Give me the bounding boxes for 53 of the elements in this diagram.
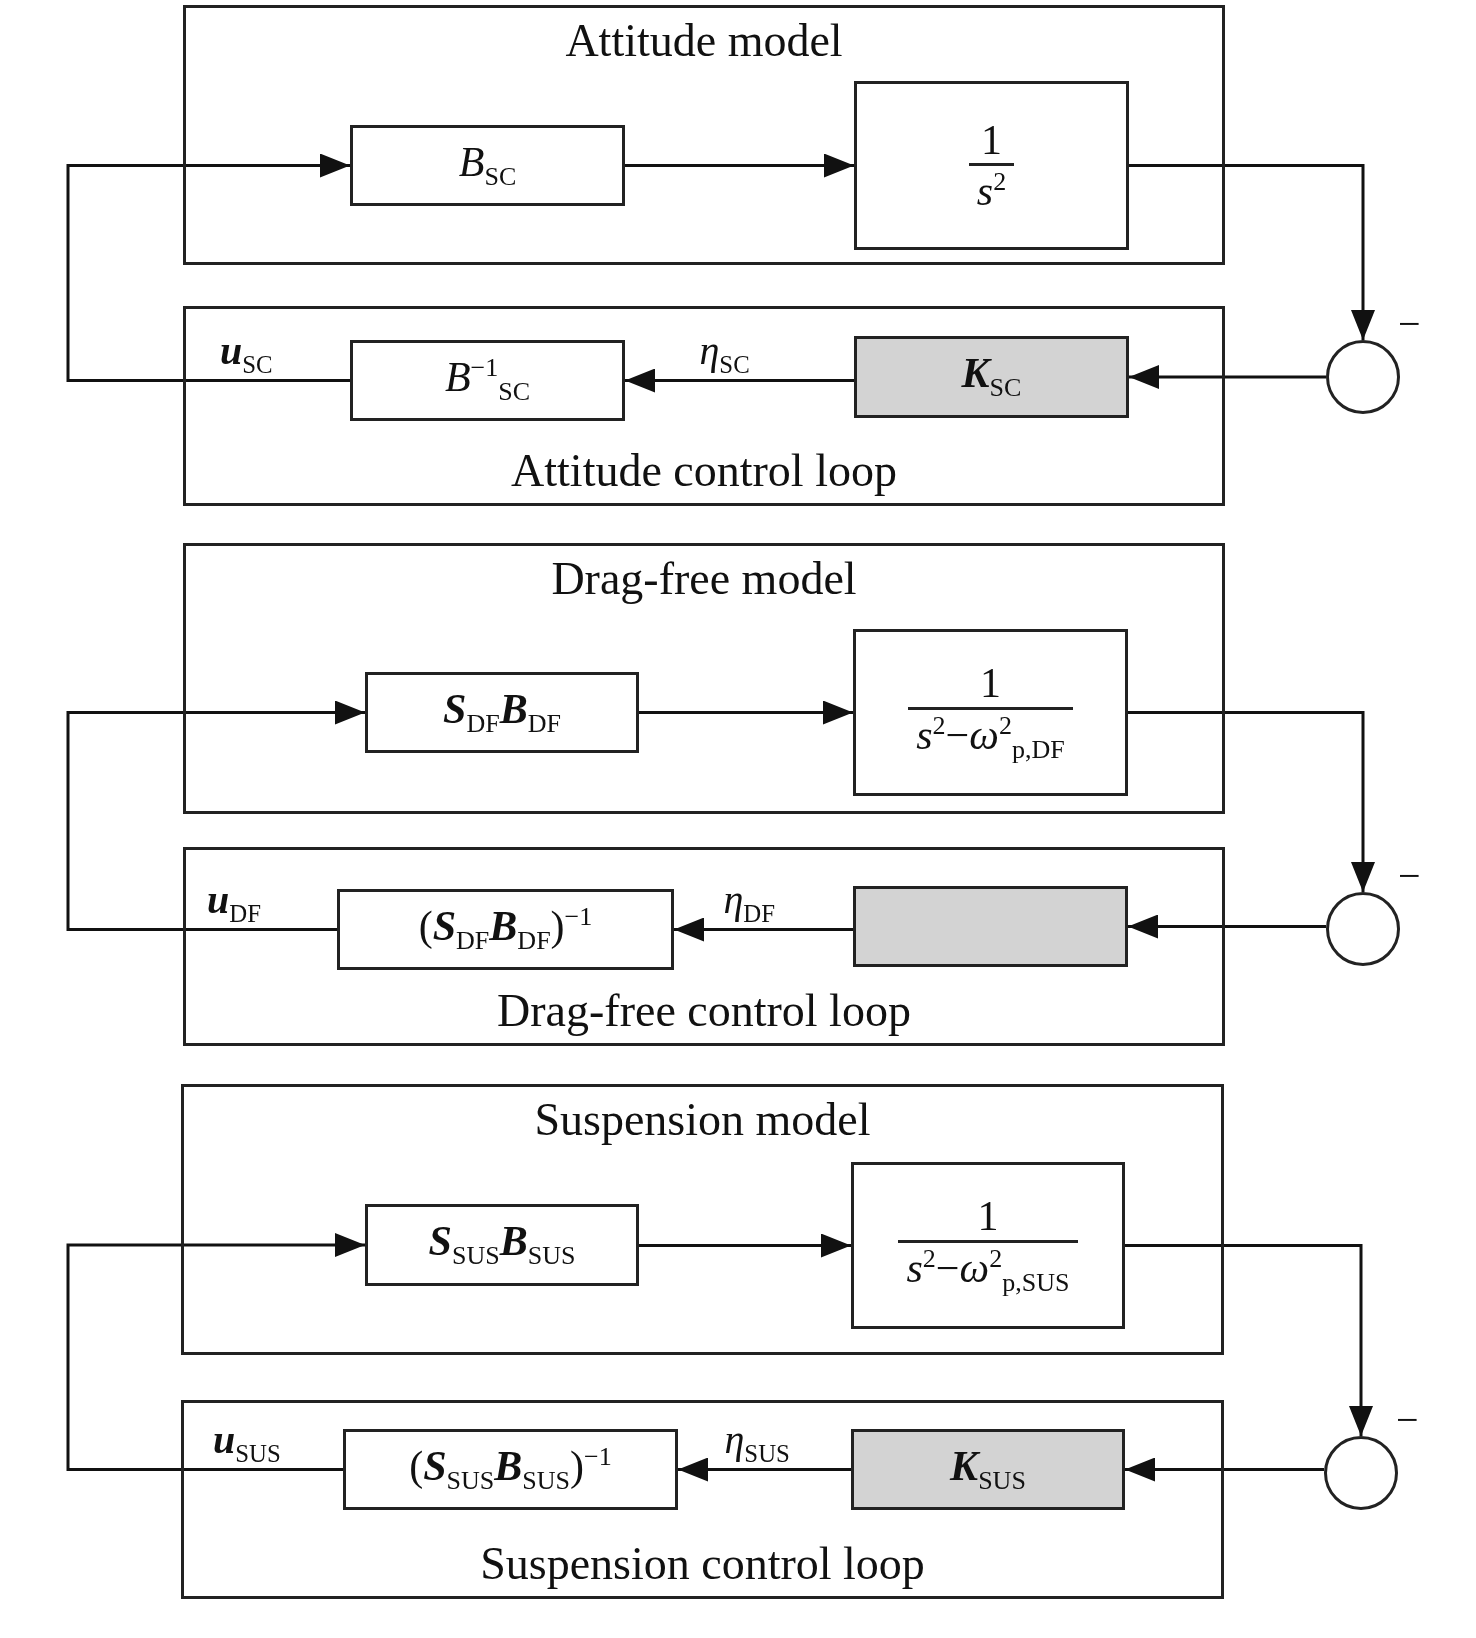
gain-block: [350, 125, 625, 206]
block-label: S$_{SUS}$B$_{SUS}$: [428, 1218, 576, 1272]
group-frame: [181, 1084, 1224, 1355]
gain-block: [851, 1429, 1125, 1510]
signal-arrow: [1125, 1244, 1373, 1436]
minus-sign: −: [1398, 852, 1421, 899]
numerator: 1: [980, 660, 1001, 707]
group-frame: [183, 847, 1225, 1046]
gain-block: [343, 1429, 678, 1510]
minus-sign: −: [1396, 1396, 1419, 1443]
group-title: Suspension model: [533, 1093, 872, 1146]
group-title: Suspension control loop: [479, 1537, 926, 1590]
block-label: S$_{DF}$B$_{DF}$: [443, 686, 561, 739]
numerator: 1: [977, 1193, 999, 1240]
block-label: K$_{SC}$: [961, 350, 1022, 404]
gain-block: [337, 889, 674, 970]
signal-arrow: [639, 700, 853, 725]
gain-block: [365, 672, 639, 753]
empty-block: [853, 886, 1128, 967]
block-label: K$_{SUS}$: [950, 1443, 1026, 1496]
signal-arrow: [66, 1233, 365, 1471]
signal-arrow: [1125, 1457, 1324, 1482]
denominator: s$^{2}$: [968, 163, 1015, 215]
numerator: 1: [981, 116, 1002, 163]
transfer-function-block: [854, 81, 1129, 250]
group-title: Attitude control loop: [510, 444, 898, 497]
gain-block: [350, 340, 625, 421]
group-frame: [183, 543, 1225, 814]
signal-arrow: [674, 917, 853, 942]
block-label: B$_{SC}$: [458, 139, 517, 192]
signal-arrow: [66, 153, 350, 382]
gain-block: [854, 336, 1129, 418]
block-label: (S$_{DF}$B$_{DF}$)$^{−1}$: [418, 903, 593, 956]
signal-arrow: [639, 1233, 851, 1258]
signal-arrow: [1128, 711, 1375, 892]
group-frame: [183, 5, 1225, 265]
group-frame: [181, 1400, 1224, 1599]
signal-arrow: [625, 153, 854, 178]
group-title: Attitude model: [564, 14, 844, 67]
signal-arrow: [66, 700, 365, 931]
signal-arrow: [1129, 164, 1375, 340]
signal-arrow: [1129, 365, 1326, 389]
signal-arrow: [678, 1457, 851, 1482]
signal-arrow: [1128, 914, 1326, 939]
minus-sign: −: [1398, 300, 1421, 347]
group-title: Drag-free control loop: [496, 984, 912, 1037]
transfer-function-block: [853, 629, 1128, 796]
group-frame: [183, 306, 1225, 506]
block-label: (S$_{SUS}$B$_{SUS}$)$^{−1}$: [409, 1443, 612, 1496]
group-title: Drag-free model: [550, 552, 858, 605]
signal-arrow: [625, 368, 854, 393]
gain-block: [365, 1204, 639, 1286]
transfer-function-block: [851, 1162, 1125, 1329]
